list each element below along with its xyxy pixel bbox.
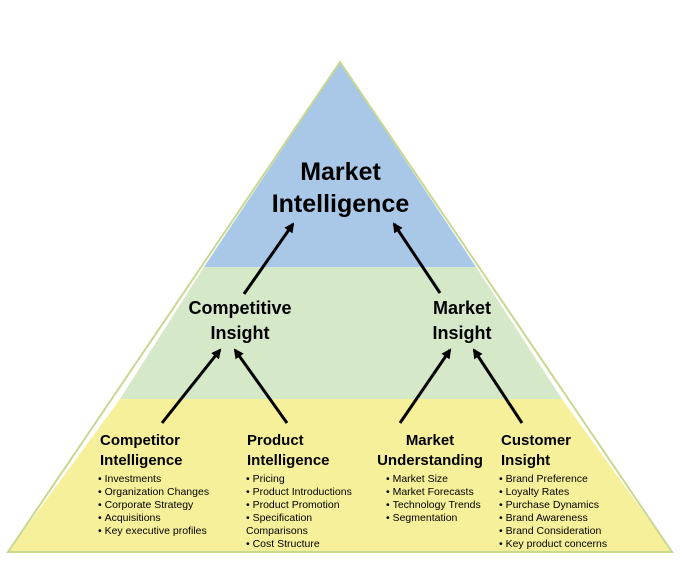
list-item: Product Promotion [246, 499, 352, 512]
arrow-understanding-to-market-insight [398, 348, 452, 424]
market-intelligence-title: Market Intelligence [0, 156, 681, 220]
list-item: Cost Structure [246, 538, 352, 551]
title-line-2: Intelligence [271, 190, 410, 218]
list-item: Market Forecasts [386, 486, 481, 499]
list-item: Key product concerns [499, 538, 608, 551]
pyramid-outline [6, 60, 674, 553]
list-item: Technology Trends [386, 499, 481, 512]
customer-insight-list: Brand Preference Loyalty Rates Purchase … [499, 473, 608, 551]
pyramid-middle-tier [120, 267, 562, 399]
market-understanding-list: Market Size Market Forecasts Technology … [386, 473, 481, 525]
competitor-intelligence-line-1: Competitor [100, 432, 180, 449]
product-intelligence-line-1: Product [247, 432, 304, 449]
competitive-insight-line-1: Competitive [188, 298, 292, 318]
arrow-product-to-competitive [233, 348, 289, 424]
customer-insight-heading: Customer Insight [501, 431, 571, 471]
list-item: Key executive profiles [98, 525, 209, 538]
list-item: Specification Comparisons [246, 512, 352, 538]
title-line-1: Market [300, 158, 381, 186]
list-item: Acquisitions [98, 512, 209, 525]
list-item: Product Introductions [246, 486, 352, 499]
list-item: Segmentation [386, 512, 481, 525]
product-intelligence-list: Pricing Product Introductions Product Pr… [246, 473, 352, 551]
list-item: Pricing [246, 473, 352, 486]
list-item: Brand Awareness [499, 512, 607, 525]
competitor-intelligence-list: Investments Organization Changes Corpora… [98, 473, 209, 538]
list-item: Brand Preference [499, 473, 607, 486]
competitive-insight-label: Competitive Insight [170, 296, 310, 346]
list-item: Loyalty Rates [499, 486, 607, 499]
competitive-insight-line-2: Insight [210, 323, 270, 343]
market-understanding-heading: Market Understanding [372, 431, 488, 471]
customer-insight-line-2: Insight [501, 452, 551, 469]
list-item: Organization Changes [98, 486, 209, 499]
market-insight-label: Market Insight [402, 296, 522, 346]
list-item: Investments [98, 473, 209, 486]
market-understanding-line-2: Understanding [377, 452, 483, 469]
arrow-customer-to-market-insight [472, 348, 524, 424]
list-item: Purchase Dynamics [499, 499, 607, 512]
product-intelligence-line-2: Intelligence [247, 452, 330, 469]
list-item: Market Size [386, 473, 481, 486]
product-intelligence-heading: Product Intelligence [247, 431, 330, 471]
arrow-market-insight-to-intelligence [392, 222, 442, 294]
list-item: Brand Consideration [499, 525, 607, 538]
list-item: Corporate Strategy [98, 499, 209, 512]
customer-insight-line-1: Customer [501, 432, 572, 449]
market-insight-line-1: Market [432, 298, 492, 318]
market-understanding-line-1: Market [405, 432, 455, 449]
arrow-competitor-to-competitive [160, 348, 222, 424]
competitor-intelligence-heading: Competitor Intelligence [100, 431, 183, 471]
arrow-competitive-to-intelligence [242, 222, 295, 295]
pyramid-top-tier [204, 62, 476, 267]
market-insight-line-2: Insight [432, 323, 492, 343]
competitor-intelligence-line-2: Intelligence [100, 452, 183, 469]
